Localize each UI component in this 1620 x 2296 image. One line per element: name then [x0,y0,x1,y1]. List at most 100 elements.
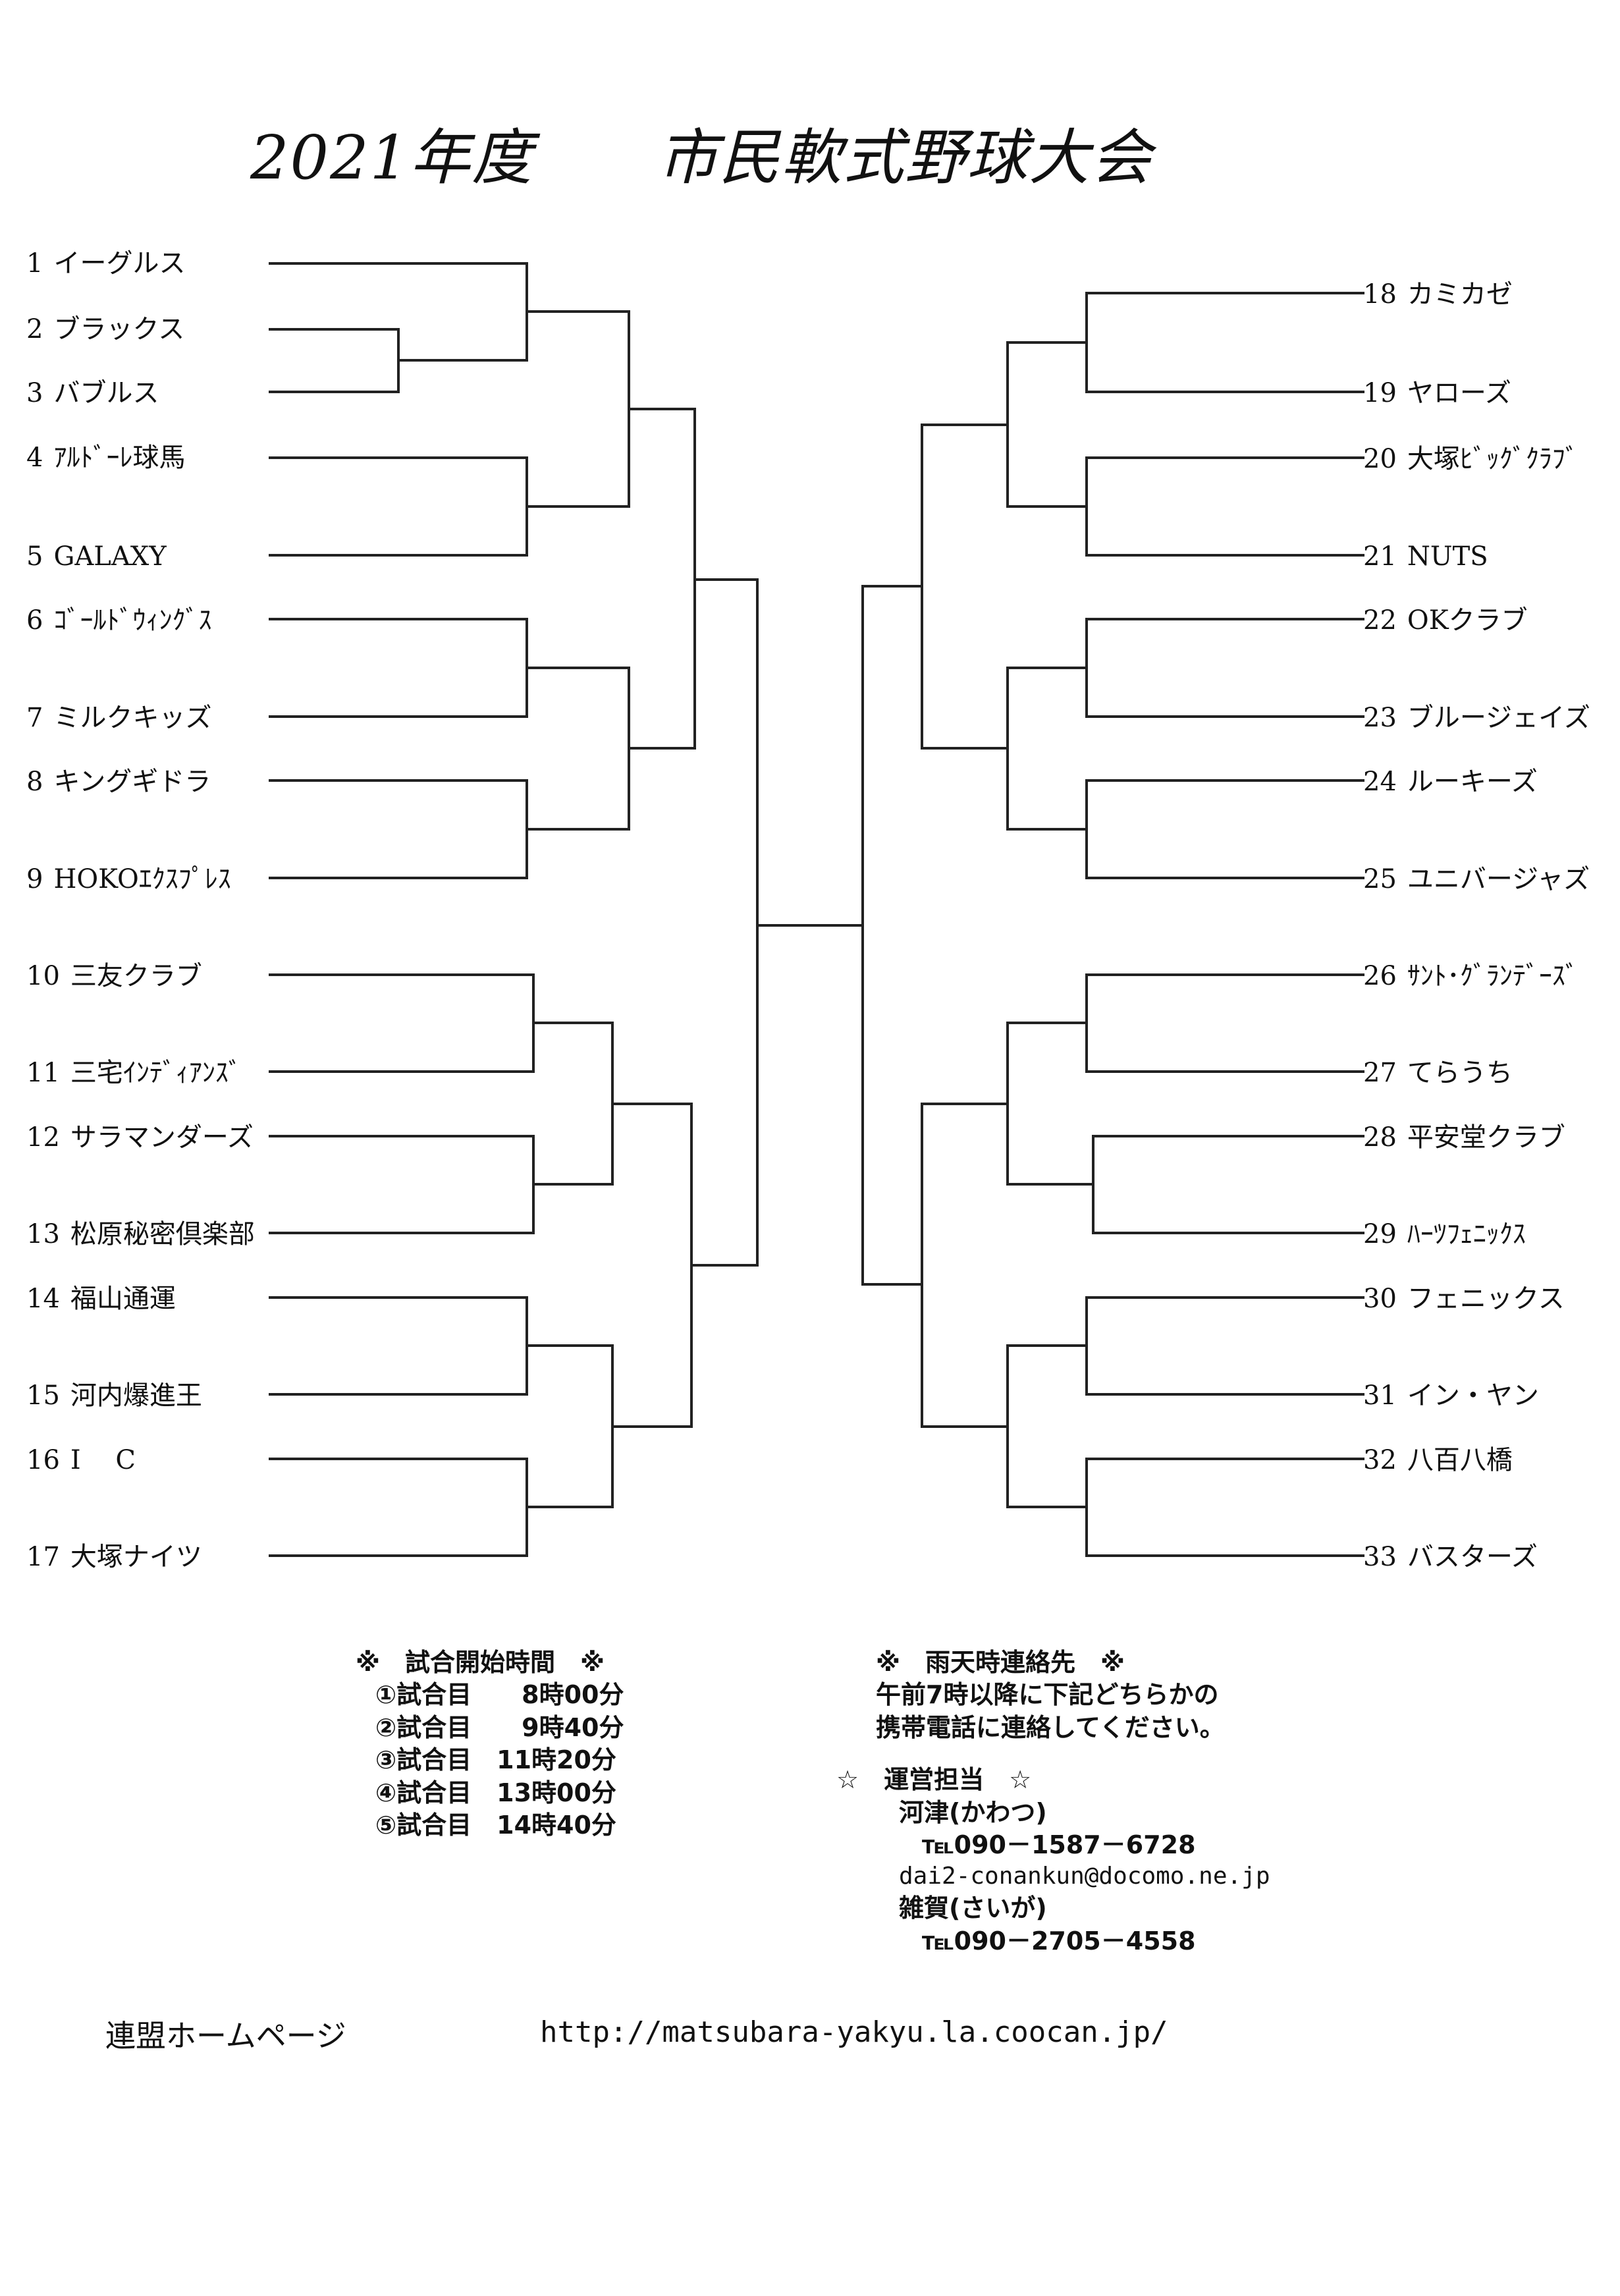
team-entry: 20 大塚ﾋﾞｯｸﾞｸﾗﾌﾞ [1363,446,1579,472]
email-address: dai2-conankun@docomo.ne.jp [899,1863,1270,1890]
team-entry: 5 GALAXY [26,543,167,570]
team-number: 4 [26,443,43,473]
team-number: 2 [26,314,43,344]
team-entry: 4 ｱﾙﾄﾞｰﾚ球馬 [26,445,185,471]
team-entry: 13 松原秘密倶楽部 [26,1221,255,1247]
bracket-right [855,292,1364,1557]
team-number: 3 [26,378,43,408]
team-number: 20 [1363,444,1397,474]
staff-name: 河津(かわつ) [899,1797,1047,1827]
team-entry: 30 フェニックス [1363,1286,1565,1312]
team-name: ﾊｰﾂﾌｪﾆｯｸｽ [1407,1219,1526,1249]
team-entry: 17 大塚ナイツ [26,1544,202,1570]
team-name: 三宅ｲﾝﾃﾞｨｱﾝｽﾞ [70,1058,242,1088]
team-number: 14 [26,1284,60,1314]
team-name: サラマンダーズ [70,1122,254,1153]
team-name: フェニックス [1407,1284,1565,1314]
team-number: 33 [1363,1542,1397,1572]
team-name: イン・ヤン [1407,1380,1539,1411]
team-number: 23 [1363,703,1397,733]
team-entry: 14 福山通運 [26,1286,176,1312]
team-entry: 12 サラマンダーズ [26,1124,254,1151]
team-number: 30 [1363,1284,1397,1314]
team-number: 22 [1363,605,1397,636]
schedule-row: ⑤試合目 14時40分 [375,1810,616,1840]
team-entry: 6 ｺﾞｰﾙﾄﾞｳｨﾝｸﾞｽ [26,607,211,634]
team-name: ｱﾙﾄﾞｰﾚ球馬 [53,443,186,473]
rain-contact-block: ※ 雨天時連絡先 ※午前7時以降に下記どちらかの携帯電話に連絡してください。☆ … [836,1647,1270,1957]
team-number: 6 [26,605,43,636]
page-title: 2021年度 市民軟式野球大会 [250,123,1153,193]
schedule-row: ②試合目 9時40分 [375,1712,624,1742]
team-number: 10 [26,961,60,991]
team-name: ヤローズ [1407,378,1511,408]
team-entry: 33 バスターズ [1363,1544,1538,1570]
team-number: 32 [1363,1445,1397,1475]
schedule-row: ③試合目 11時20分 [375,1745,616,1775]
team-number: 5 [26,541,43,572]
team-entry: 15 河内爆進王 [26,1382,202,1409]
team-number: 26 [1363,961,1397,991]
staff-name: 雑賀(さいが) [899,1894,1047,1923]
homepage-url[interactable]: http://matsubara-yakyu.la.coocan.jp/ [540,2015,1168,2049]
team-name: ユニバージャズ [1407,864,1590,894]
team-name: ミルクキッズ [53,703,212,733]
bracket-left [269,262,857,1557]
team-number: 28 [1363,1122,1397,1153]
team-name: バブルス [53,378,159,408]
team-number: 29 [1363,1219,1397,1249]
team-entry: 28 平安堂クラブ [1363,1124,1565,1151]
team-number: 9 [26,864,43,894]
team-name: ブルージェイズ [1407,703,1590,733]
team-entry: 23 ブルージェイズ [1363,705,1590,731]
team-entry: 29 ﾊｰﾂﾌｪﾆｯｸｽ [1363,1221,1526,1247]
team-number: 11 [26,1058,60,1088]
team-name: バスターズ [1407,1542,1538,1572]
team-name: 大塚ナイツ [70,1542,202,1572]
team-number: 8 [26,767,43,797]
rain-contact-line: 午前7時以降に下記どちらかの [876,1680,1219,1710]
team-entry: 31 イン・ヤン [1363,1382,1539,1409]
team-name: カミカゼ [1407,279,1513,310]
team-name: OKクラブ [1407,605,1528,636]
team-name: 河内爆進王 [70,1380,202,1411]
homepage-label: 連盟ホームページ [105,2018,346,2054]
team-number: 31 [1363,1380,1397,1411]
team-name: 福山通運 [70,1284,176,1314]
team-number: 24 [1363,767,1397,797]
team-name: ｻﾝﾄ･ｸﾞﾗﾝﾃﾞｰｽﾞ [1407,961,1579,991]
team-number: 12 [26,1122,60,1153]
team-name: ｺﾞｰﾙﾄﾞｳｨﾝｸﾞｽ [53,605,212,636]
team-entry: 21 NUTS [1363,543,1488,570]
team-name: ブラックス [53,314,185,344]
team-number: 21 [1363,541,1397,572]
team-entry: 2 ブラックス [26,316,184,342]
rain-contact-line: 携帯電話に連絡してください。 [876,1712,1225,1742]
team-entry: 11 三宅ｲﾝﾃﾞｨｱﾝｽﾞ [26,1060,242,1086]
rain-contact-heading: ※ 雨天時連絡先 ※ [876,1648,1125,1677]
team-number: 13 [26,1219,60,1249]
team-name: 平安堂クラブ [1407,1122,1565,1153]
team-number: 15 [26,1380,60,1411]
schedule-row: ④試合目 13時00分 [375,1778,616,1807]
team-number: 17 [26,1542,60,1572]
team-name: 松原秘密倶楽部 [70,1219,255,1249]
team-name: 大塚ﾋﾞｯｸﾞｸﾗﾌﾞ [1407,444,1579,474]
phone-number: ℡090－1587－6728 [922,1830,1196,1859]
team-name: GALAXY [53,541,167,572]
team-name: てらうち [1407,1058,1513,1088]
team-name: NUTS [1407,541,1488,572]
team-number: 1 [26,248,43,279]
